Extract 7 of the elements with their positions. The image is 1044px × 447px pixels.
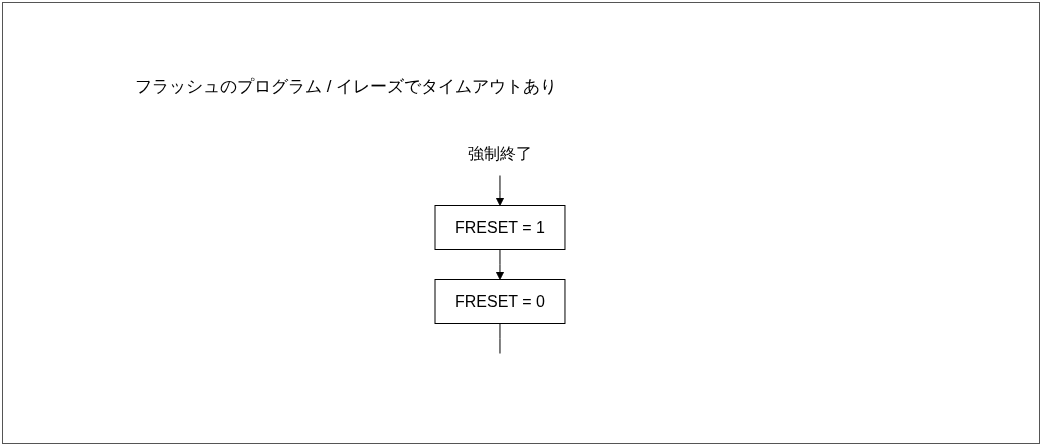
arrow: [495, 249, 505, 280]
node-box: FRESET = 1: [434, 205, 566, 250]
arrow: [495, 175, 505, 206]
connector: [499, 323, 501, 354]
node-box: FRESET = 0: [434, 279, 566, 324]
diagram-title: フラッシュのプログラム / イレーズでタイムアウトあり: [135, 76, 558, 98]
node-text: 強制終了: [468, 144, 532, 162]
